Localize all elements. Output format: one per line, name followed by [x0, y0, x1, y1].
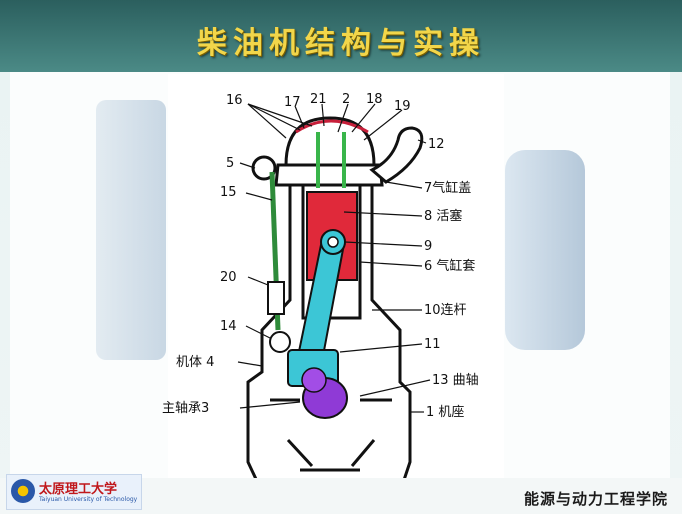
engine-outline	[246, 116, 412, 494]
cylinder-head	[274, 163, 384, 187]
label-7-cylinder-head: 7气缸盖	[424, 180, 471, 196]
label-12: 12	[428, 137, 445, 152]
left-body-wall	[246, 185, 292, 440]
label-1-engine-base: 1 机座	[426, 405, 464, 420]
university-name-en: Taiyuan University of Technology	[39, 496, 138, 503]
university-logo: 太原理工大学 Taiyuan University of Technology	[6, 474, 142, 510]
label-15: 15	[220, 185, 237, 200]
label-19: 19	[394, 99, 411, 114]
intake-port	[251, 155, 277, 181]
label-5: 5	[226, 156, 234, 171]
tappet	[267, 281, 285, 315]
label-14: 14	[220, 319, 237, 334]
school-name: 能源与动力工程学院	[523, 490, 668, 508]
label-11: 11	[424, 337, 441, 352]
leader-lines	[237, 103, 431, 413]
manifolds	[251, 126, 424, 184]
base-ribs	[286, 438, 376, 472]
label-2: 2	[342, 92, 350, 107]
university-name: 太原理工大学	[39, 482, 118, 497]
valves	[316, 132, 346, 188]
label-9: 9	[424, 239, 432, 254]
university-emblem-icon	[11, 479, 35, 503]
rocker-arm	[295, 119, 369, 134]
label-8-piston: 8 活塞	[424, 208, 462, 224]
title-band	[0, 0, 682, 72]
valve-cover	[284, 116, 376, 166]
label-13-crankshaft: 13 曲轴	[432, 373, 479, 388]
cylinder-liner	[301, 185, 362, 320]
camshaft	[269, 331, 291, 353]
label-20: 20	[220, 270, 237, 285]
label-6-cylinder-liner: 6 气缸套	[424, 258, 475, 274]
label-21: 21	[310, 92, 327, 107]
slide-title: 柴油机结构与实操	[197, 26, 485, 61]
background-engine-image-left	[96, 100, 166, 360]
crank-pin	[301, 367, 327, 393]
background-engine-image-right	[505, 150, 585, 350]
label-4-engine-body: 机体 4	[176, 355, 214, 370]
right-body-wall	[370, 185, 412, 440]
exhaust-pipe	[369, 126, 424, 184]
part-labels: 16 17 21 2 18 19 12 5 15 7气缸盖 8 活塞 9 6 气…	[162, 92, 479, 420]
label-16: 16	[226, 93, 243, 108]
label-18: 18	[366, 92, 383, 107]
label-10-connecting-rod: 10连杆	[424, 302, 467, 318]
label-17: 17	[284, 95, 301, 110]
label-3-main-bearing: 主轴承3	[162, 401, 209, 416]
